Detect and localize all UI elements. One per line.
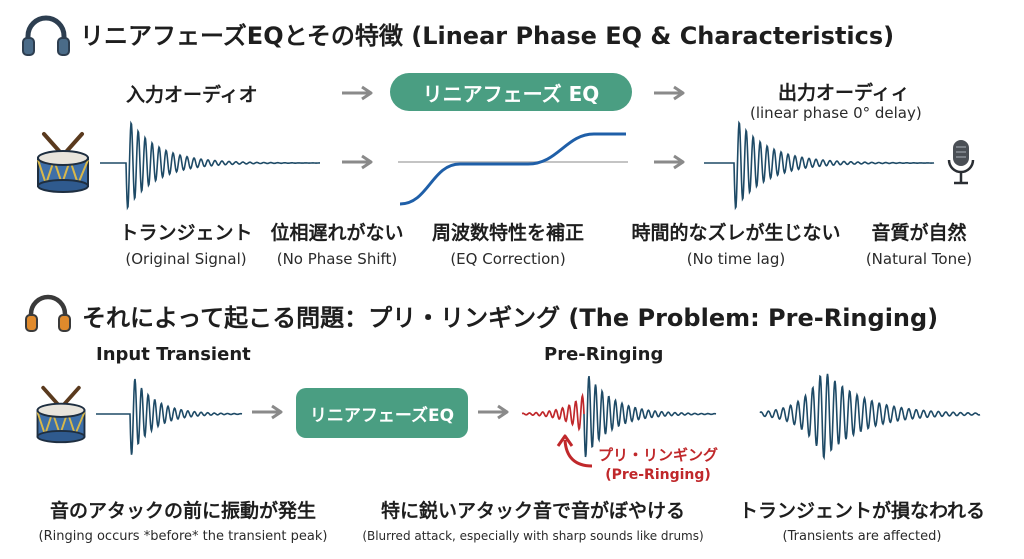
eq-response-curve <box>398 132 628 206</box>
feature-sublabel: (No time lag) <box>686 250 786 268</box>
linear-phase-eq-pill: リニアフェーズ EQ <box>390 73 632 111</box>
drum-icon <box>37 132 89 193</box>
input-waveform <box>100 120 320 211</box>
effect-label: トランジェントが損なわれる <box>738 500 986 522</box>
effect-sublabel: (Transients are affected) <box>782 529 942 544</box>
input-audio-label: 入力オーディオ <box>126 84 258 106</box>
headphones-icon <box>22 15 70 56</box>
output-waveform <box>704 120 935 211</box>
feature-transient: トランジェント (Original Signal) <box>106 218 266 268</box>
annotation-en: (Pre-Ringing) <box>605 467 711 483</box>
feature-sublabel: (Natural Tone) <box>865 250 973 268</box>
curved-arrow-icon <box>556 434 593 468</box>
arrow-right-icon <box>342 85 373 101</box>
feature-sublabel: (Original Signal) <box>125 250 247 268</box>
pre-ringing-waveform <box>521 375 717 458</box>
headphones-icon <box>25 294 71 332</box>
section-title-pre-ringing: それによって起こる問題：プリ・リンギング (The Problem: Pre-R… <box>82 304 939 332</box>
feature-label: 位相遅れがない <box>270 222 404 244</box>
arrow-right-icon <box>654 154 685 170</box>
effect-label: 音のアタックの前に振動が発生 <box>49 500 316 522</box>
annotation-jp: プリ・リンギング <box>597 446 718 464</box>
output-audio-sublabel: (linear phase 0° delay) <box>750 104 922 122</box>
feature-label: 音質が自然 <box>871 222 967 244</box>
input-transient-label: Input Transient <box>96 344 251 365</box>
effect-blurred-attack: 特に鋭いアタック音で音がぼやける (Blurred attack, especi… <box>348 496 718 543</box>
linear-phase-eq-pill: リニアフェーズEQ <box>296 388 468 438</box>
microphone-icon <box>947 140 975 185</box>
effect-label: 特に鋭いアタック音で音がぼやける <box>380 500 685 522</box>
feature-no-time-lag: 時間的なズレが生じない (No time lag) <box>620 218 852 268</box>
arrow-right-icon <box>342 154 373 170</box>
feature-sublabel: (No Phase Shift) <box>276 250 398 268</box>
arrow-right-icon <box>478 404 509 420</box>
effect-sublabel: (Blurred attack, especially with sharp s… <box>362 529 704 543</box>
section-title-linear-phase: リニアフェーズEQとその特徴 (Linear Phase EQ & Charac… <box>80 22 895 50</box>
feature-eq-correction: 周波数特性を補正 (EQ Correction) <box>418 218 598 268</box>
feature-label: トランジェント <box>119 222 253 244</box>
effect-ringing-before-attack: 音のアタックの前に振動が発生 (Ringing occurs *before* … <box>18 496 348 544</box>
feature-natural-tone: 音質が自然 (Natural Tone) <box>856 218 982 268</box>
effect-transients-affected: トランジェントが損なわれる (Transients are affected) <box>722 496 1002 544</box>
smeared-transient-waveform <box>759 373 981 461</box>
feature-label: 周波数特性を補正 <box>431 222 584 244</box>
feature-sublabel: (EQ Correction) <box>450 250 566 268</box>
feature-no-phase-shift: 位相遅れがない (No Phase Shift) <box>262 218 412 268</box>
feature-label: 時間的なズレが生じない <box>631 222 841 244</box>
output-audio-label: 出力オーディィ <box>778 82 910 104</box>
pre-ringing-label: Pre-Ringing <box>544 344 664 365</box>
arrow-right-icon <box>252 404 283 420</box>
drum-icon <box>36 385 86 444</box>
input-transient-waveform <box>96 378 243 455</box>
pre-ringing-annotation: プリ・リンギング (Pre-Ringing) <box>588 444 728 483</box>
effect-sublabel: (Ringing occurs *before* the transient p… <box>38 529 328 544</box>
arrow-right-icon <box>654 85 685 101</box>
